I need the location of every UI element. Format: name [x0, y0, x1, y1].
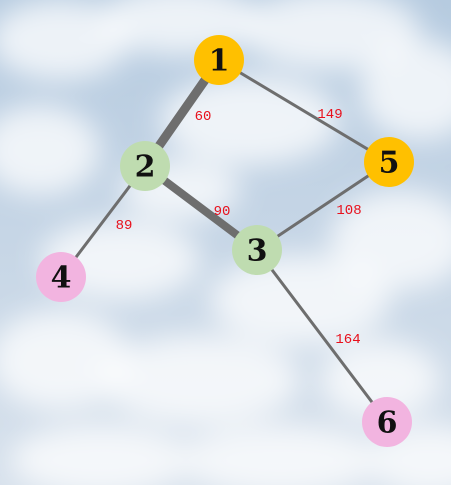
- node-3: 3: [232, 225, 282, 275]
- node-circle-5: [364, 137, 414, 187]
- node-circle-6: [362, 397, 412, 447]
- node-4: 4: [36, 252, 86, 302]
- edge-weight-3-5: 108: [336, 203, 361, 219]
- edge-3-5: [255, 160, 391, 252]
- node-label-4: 4: [51, 261, 72, 296]
- edge-weight-2-3: 90: [214, 204, 231, 220]
- edge-weight-2-4: 89: [116, 218, 133, 234]
- nodes: 1 2 3 4 5 6: [36, 35, 414, 447]
- node-2: 2: [120, 141, 170, 191]
- node-label-2: 2: [135, 150, 156, 185]
- node-circle-1: [194, 35, 244, 85]
- edge-1-5: [217, 58, 391, 164]
- node-circle-3: [232, 225, 282, 275]
- edge-weight-1-5: 149: [317, 107, 342, 123]
- node-circle-2: [120, 141, 170, 191]
- node-label-5: 5: [379, 146, 400, 181]
- node-label-1: 1: [209, 44, 230, 79]
- node-6: 6: [362, 397, 412, 447]
- edge-labels: 60 149 90 89 108 164: [116, 107, 362, 348]
- node-label-3: 3: [247, 234, 268, 269]
- node-5: 5: [364, 137, 414, 187]
- node-label-6: 6: [377, 406, 398, 441]
- edge-weight-1-2: 60: [195, 109, 212, 125]
- edge-weight-3-6: 164: [335, 332, 360, 348]
- edge-3-6: [255, 248, 389, 424]
- node-1: 1: [194, 35, 244, 85]
- node-circle-4: [36, 252, 86, 302]
